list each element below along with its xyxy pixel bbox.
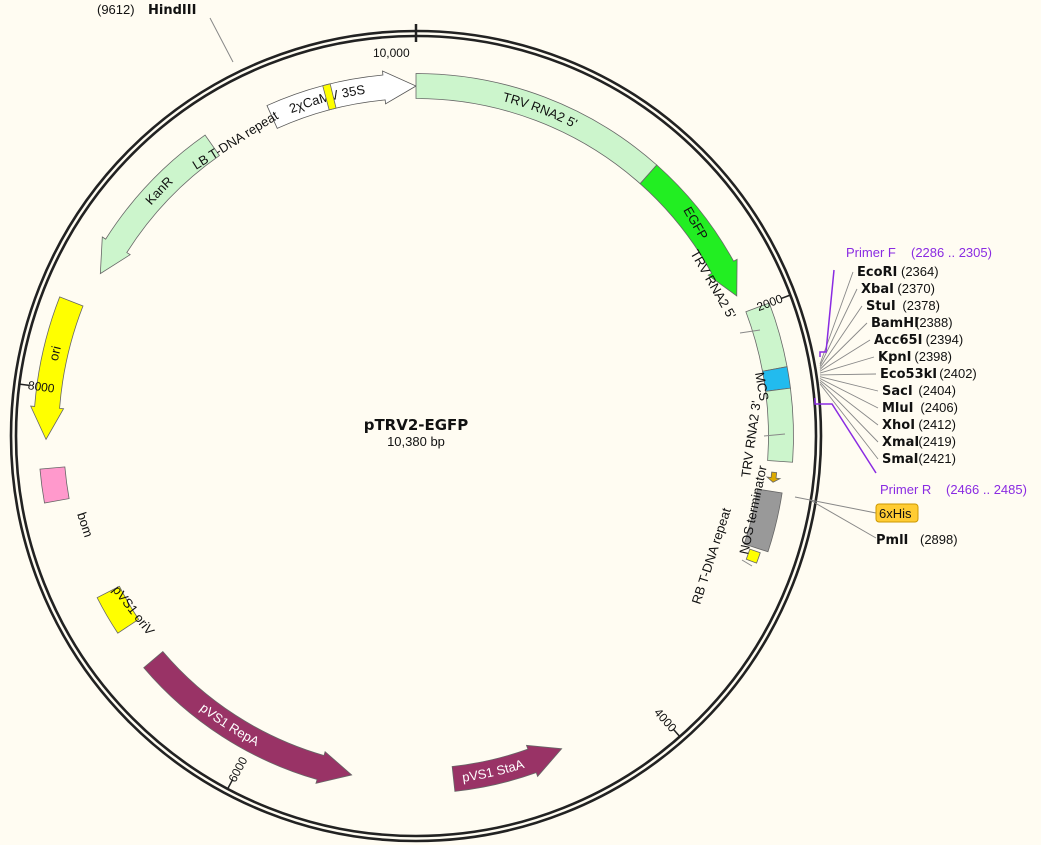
site-leader-smai [819, 383, 879, 460]
label-mcs: MCS [752, 371, 772, 402]
plasmid-size: 10,380 bp [387, 434, 445, 449]
feature-6xhis-feature [765, 471, 782, 483]
site-leader-stui [819, 305, 863, 368]
feature-rb-t-dna-repeat [745, 548, 761, 564]
primer-f-mark [819, 269, 835, 357]
site-name-ecori: EcoRI [857, 265, 897, 280]
site-name-eco53ki: Eco53kI [880, 367, 937, 382]
site-leader-eco53ki [819, 373, 877, 376]
site-pos-stui: (2378) [902, 298, 940, 313]
pmli-pos: (2898) [920, 532, 958, 547]
primer-f-range: (2286 .. 2305) [911, 245, 992, 260]
feature-bom [39, 466, 70, 504]
site-leader-ecori [819, 271, 854, 365]
tick-4000 [672, 728, 680, 737]
site-name-acc65i: Acc65I [874, 333, 922, 348]
hindiii-name: HindIII [148, 3, 196, 18]
label-rb-t-dna-repeat: RB T-DNA repeat [689, 506, 734, 606]
feature-label-path-ori: ori [46, 344, 64, 362]
site-leader-xbai [819, 288, 858, 367]
feature-trv-rna2-5-2 [745, 302, 788, 372]
tick-8000 [20, 383, 30, 387]
site-leader-acc65i [819, 339, 871, 372]
site-name-saci: SacI [882, 384, 913, 399]
primer-f-name: Primer F [846, 245, 896, 260]
site-name-smai: SmaI [882, 452, 919, 467]
site-pos-saci: (2404) [918, 383, 956, 398]
site-pos-eco53ki: (2402) [939, 366, 977, 381]
his-badge [875, 503, 919, 523]
his-label: 6xHis [879, 506, 912, 521]
plasmid-name: pTRV2-EGFP [364, 416, 469, 434]
site-leader-mlui [819, 378, 879, 409]
site-leader-kpni [819, 356, 875, 374]
site-name-kpni: KpnI [878, 350, 911, 365]
primer-r-range: (2466 .. 2485) [946, 482, 1027, 497]
primer-r-mark [814, 398, 877, 474]
site-leader-xmai [819, 381, 879, 443]
site-name-mlui: MluI [882, 401, 913, 416]
feature-pvs1-oriv [96, 585, 140, 634]
trv5-leader [739, 329, 761, 334]
tick-label-6000: 6000 [226, 754, 251, 784]
feature-ori [30, 296, 84, 441]
site-name-bamhi: BamHI [871, 316, 919, 331]
his-leader [794, 496, 877, 514]
site-pos-ecori: (2364) [901, 264, 939, 279]
site-name-xhoi: XhoI [882, 418, 915, 433]
tick-2000 [780, 294, 790, 300]
pmli-leader [809, 499, 877, 539]
site-pos-mlui: (2406) [920, 400, 958, 415]
site-leader-bamhi [819, 322, 868, 370]
tick-label-10-000: 10,000 [373, 46, 410, 60]
feature-nos-terminator [743, 488, 783, 553]
feature-kanr [99, 134, 220, 275]
feature-pvs1-repa [143, 650, 353, 784]
hindiii-leader [209, 17, 234, 63]
pmli-name: PmlI [876, 533, 908, 548]
feature-pvs1-staa [451, 744, 563, 792]
tick-label-8000: 8000 [27, 378, 56, 395]
site-pos-kpni: (2398) [914, 349, 952, 364]
hindiii-pos: (9612) [97, 2, 135, 17]
site-pos-bamhi: (2388) [915, 315, 953, 330]
site-pos-smai: (2421) [918, 451, 956, 466]
feature-lb-t-dna-repeat [322, 83, 337, 111]
site-leader-xhoi [819, 379, 879, 426]
primer-r-name: Primer R [880, 482, 931, 497]
label-bom: bom [74, 510, 96, 539]
tick-6000 [227, 779, 234, 789]
site-name-xbai: XbaI [861, 282, 894, 297]
feature-2x-camv-35s [266, 70, 417, 129]
site-pos-xhoi: (2412) [918, 417, 956, 432]
trv3-leader [763, 433, 786, 437]
rb-leader [741, 559, 753, 567]
site-name-xmai: XmaI [882, 435, 919, 450]
feature-trv-rna2-3 [765, 387, 794, 463]
site-pos-xbai: (2370) [897, 281, 935, 296]
site-leader-saci [819, 376, 879, 392]
site-leaders [819, 271, 879, 460]
site-pos-acc65i: (2394) [926, 332, 964, 347]
feature-label-ori: ori [46, 344, 64, 362]
site-name-stui: StuI [866, 299, 896, 314]
feature-trv-rna2-5 [415, 73, 658, 185]
site-pos-xmai: (2419) [918, 434, 956, 449]
site-labels: EcoRI (2364) XbaI(2370)StuI (2378) BamHI(238… [857, 264, 977, 467]
feature-egfp [639, 164, 738, 297]
